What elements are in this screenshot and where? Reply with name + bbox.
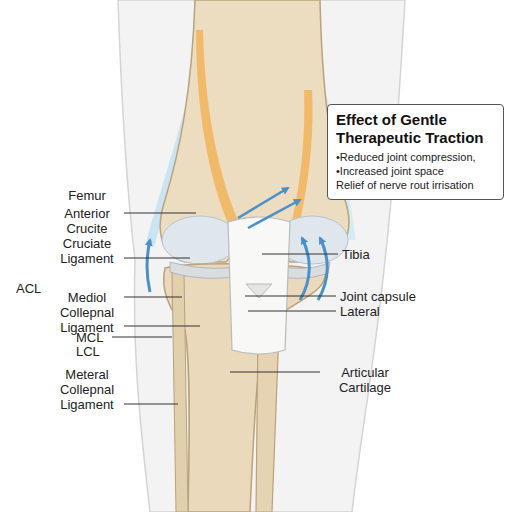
part-label: LCL (76, 344, 116, 359)
box-heading: Effect of Gentle Therapeutic Traction (336, 111, 495, 147)
part-label: ACL (16, 281, 56, 296)
box-text: Relief of nerve rout irrisation (336, 178, 495, 192)
part-label: MCL (76, 330, 116, 345)
part-label: Femur (50, 188, 124, 203)
part-label: Joint capsule (340, 289, 450, 304)
box-text: •Reduced joint compression, (336, 150, 495, 164)
part-label: Articular Cartilage (322, 365, 408, 395)
part-label: Lateral (340, 304, 430, 319)
box-text: •Increased joint space (336, 164, 495, 178)
part-label: Anterior Crucite Cruciate Ligament (50, 206, 124, 266)
part-label: Tibia (342, 247, 422, 262)
part-label: Meteral Collepnal Ligament (50, 367, 124, 412)
part-label: Mediol Collepnal Ligament (50, 290, 124, 335)
info-box: Effect of Gentle Therapeutic Traction •Re… (327, 104, 504, 200)
